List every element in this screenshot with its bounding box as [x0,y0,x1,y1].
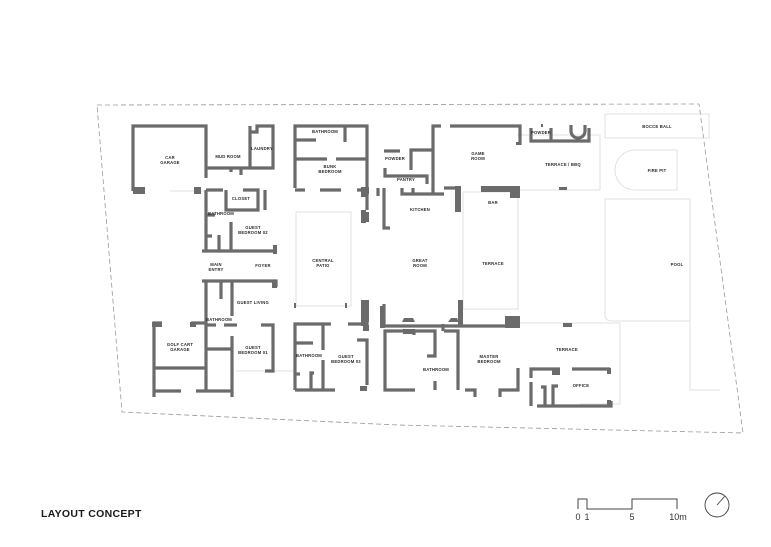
label-pantry: PANTRY [397,177,415,182]
label-bocce-ball: BOCCE BALL [642,124,672,129]
svg-text:PATIO: PATIO [316,263,330,268]
label-bar: BAR [488,200,498,205]
label-mud-room: MUD ROOM [215,154,241,159]
label-terrace-south: TERRACE [556,347,578,352]
svg-text:5: 5 [629,512,634,522]
svg-text:GARAGE: GARAGE [160,160,180,165]
outdoor-outlines [170,113,720,405]
room-labels: CAR GARAGE MUD ROOM LAUNDRY CLOSET BATHR… [160,124,683,388]
label-powder: POWDER [385,156,405,161]
svg-text:GUEST: GUEST [245,345,261,350]
label-bathroom-south: BATHROOM [296,353,322,358]
svg-text:10m: 10m [669,512,687,522]
property-boundary [96,103,744,434]
label-terrace-bbq: TERRACE / BBQ [545,162,581,167]
svg-text:BEDROOM 01: BEDROOM 01 [238,350,268,355]
scale-bar: 0 1 5 10m [575,498,687,522]
svg-text:BEDROOM 02: BEDROOM 02 [238,230,268,235]
svg-text:0: 0 [575,512,580,522]
svg-text:GAME: GAME [471,151,484,156]
label-bathroom-sw: BATHROOM [206,317,232,322]
walls [131,124,613,408]
svg-text:BEDROOM: BEDROOM [477,359,501,364]
label-powder-2: POWDER [531,130,551,135]
svg-text:GOLF CART: GOLF CART [167,342,193,347]
label-foyer: FOYER [255,263,270,268]
label-office: OFFICE [573,383,590,388]
svg-text:CAR: CAR [165,155,175,160]
label-bathroom-master: BATHROOM [423,367,449,372]
svg-text:GREAT: GREAT [412,258,428,263]
svg-text:GARAGE: GARAGE [170,347,190,352]
svg-text:1: 1 [584,512,589,522]
label-kitchen: KITCHEN [410,207,430,212]
svg-text:GUEST: GUEST [245,225,261,230]
svg-text:CENTRAL: CENTRAL [312,258,334,263]
svg-text:BEDROOM 03: BEDROOM 03 [331,359,361,364]
label-guest-living: GUEST LIVING [237,300,269,305]
svg-text:ROOM: ROOM [413,263,427,268]
plan-title: LAYOUT CONCEPT [41,508,142,520]
svg-text:GUEST: GUEST [338,354,354,359]
label-fire-pit: FIRE PIT [648,168,667,173]
north-arrow-icon [704,492,730,518]
svg-text:BUNK: BUNK [324,164,337,169]
label-bathroom-north: BATHROOM [312,129,338,134]
label-bathroom-west: BATHROOM [208,211,234,216]
label-closet: CLOSET [232,196,250,201]
svg-text:MAIN: MAIN [210,262,222,267]
label-laundry: LAUNDRY [251,146,273,151]
svg-text:MASTER: MASTER [480,354,499,359]
svg-text:ENTRY: ENTRY [208,267,223,272]
label-pool: POOL [671,262,684,267]
svg-text:BEDROOM: BEDROOM [318,169,342,174]
svg-text:ROOM: ROOM [471,156,485,161]
label-terrace-mid: TERRACE [482,261,504,266]
